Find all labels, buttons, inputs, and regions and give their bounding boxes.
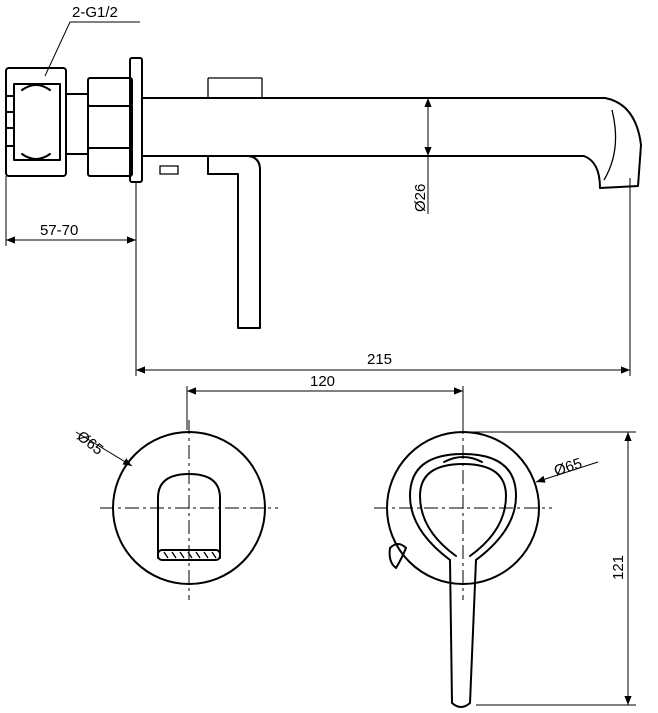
plate-left-diameter-label: Ø65 — [74, 428, 107, 459]
spout-plate: Ø65 — [74, 420, 278, 600]
valve-body — [5, 67, 133, 177]
front-view: 120 Ø65 Ø65 121 — [74, 373, 636, 708]
height-label: 121 — [610, 555, 627, 580]
lever-plate: Ø65 — [374, 420, 599, 708]
side-view: 2-G1/2 57-70 Ø26 215 — [5, 4, 642, 376]
lever-handle — [207, 155, 261, 329]
pipe-diameter-label: Ø26 — [412, 184, 429, 212]
thread-leader — [44, 21, 140, 77]
plate-right-diameter-label: Ø65 — [552, 455, 584, 480]
thread-label: 2-G1/2 — [72, 4, 118, 21]
depth-label: 57-70 — [40, 222, 78, 239]
spacing-label: 120 — [310, 373, 335, 390]
total-length-label: 215 — [367, 351, 392, 368]
spout — [141, 97, 642, 189]
